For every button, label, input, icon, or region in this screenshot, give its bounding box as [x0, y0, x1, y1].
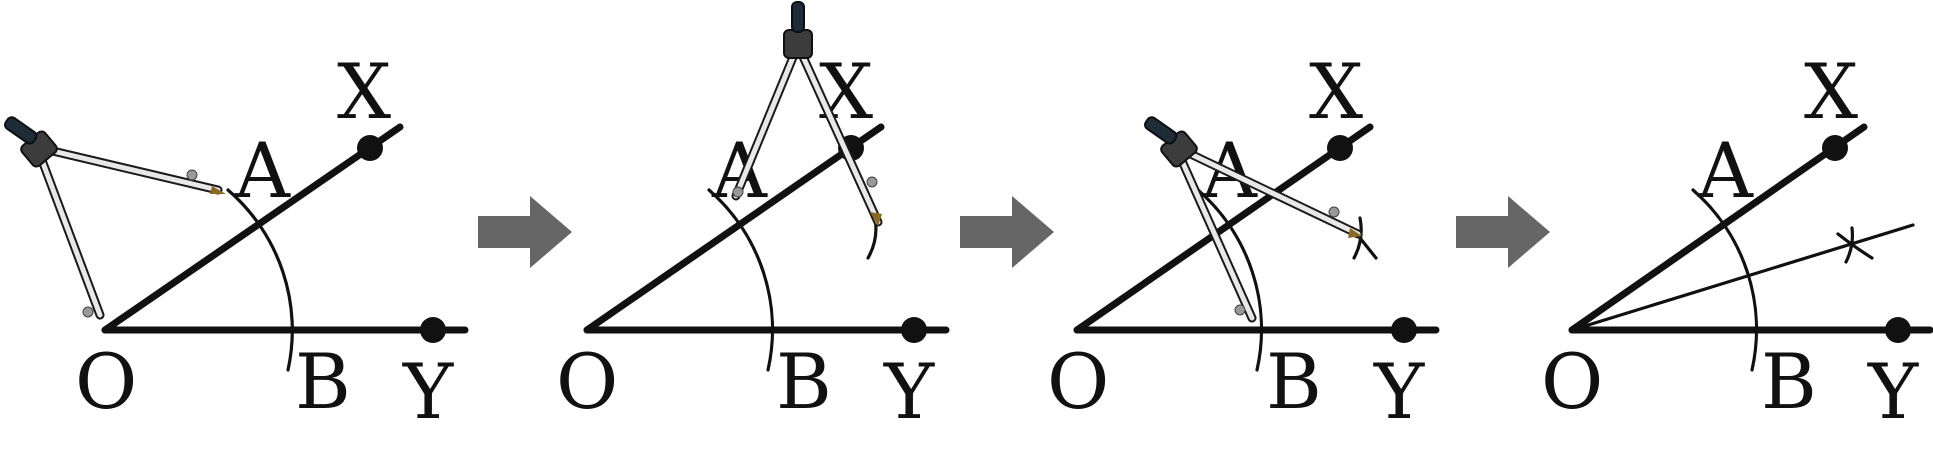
ray-ox [101, 123, 404, 334]
point-y [1391, 317, 1417, 343]
step-2-panel: X A O B Y [556, 1, 950, 436]
ray-ox [1568, 123, 1868, 334]
label-x: X [337, 47, 391, 136]
right-arrow-icon [478, 196, 572, 268]
compass-icon [731, 1, 883, 227]
right-arrow-icon [960, 196, 1054, 268]
label-y: Y [1373, 347, 1425, 436]
point-y [1885, 317, 1911, 343]
ray-ox [1073, 123, 1374, 334]
point-x [357, 135, 383, 161]
label-b: B [776, 337, 832, 426]
point-y [420, 317, 446, 343]
label-a: A [1697, 126, 1754, 215]
label-y: Y [402, 347, 454, 436]
label-x: X [1804, 47, 1858, 136]
label-o: O [1541, 337, 1603, 426]
step-1-panel: X A O B Y [4, 47, 469, 436]
point-x [1822, 135, 1848, 161]
label-o: O [556, 337, 618, 426]
point-x [1327, 135, 1353, 161]
step-4-panel: X A O B Y [1541, 47, 1933, 436]
arc-through-a-b [707, 188, 775, 372]
right-arrow-icon [1456, 196, 1550, 268]
compass-icon [4, 116, 226, 320]
arc-through-a-b [1691, 188, 1759, 372]
label-o: O [75, 337, 137, 426]
label-a: A [234, 126, 291, 215]
step-3-panel: X A O B Y [1047, 47, 1440, 436]
label-b: B [1761, 337, 1817, 426]
arc-through-a-b [1196, 188, 1264, 372]
label-y: Y [1867, 347, 1919, 436]
label-b: B [295, 337, 351, 426]
compass-icon [1144, 116, 1363, 323]
bisector-ray [1570, 223, 1915, 332]
label-o: O [1047, 337, 1109, 426]
label-x: X [1309, 47, 1363, 136]
ray-ox [583, 123, 885, 334]
point-y [901, 317, 927, 343]
arc-through-a-b [226, 188, 294, 372]
arc-from-b [1836, 232, 1874, 260]
label-y: Y [883, 347, 935, 436]
label-b: B [1266, 337, 1322, 426]
label-x: X [819, 47, 873, 136]
